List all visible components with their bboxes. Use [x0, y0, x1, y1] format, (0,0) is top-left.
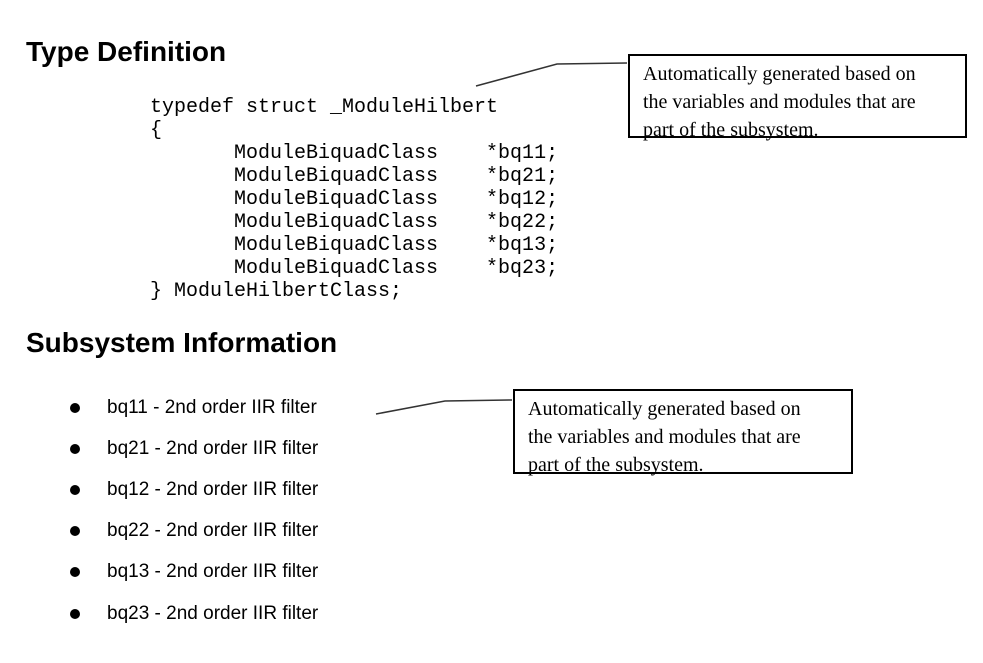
list-item-label: bq22 - 2nd order IIR filter [107, 520, 319, 542]
section-heading-type-definition: Type Definition [26, 36, 227, 67]
bullet-icon [70, 402, 80, 413]
subsystem-list: bq11 - 2nd order IIR filter bq21 - 2nd o… [70, 387, 318, 634]
connector-line-code-note [475, 62, 628, 87]
list-item: bq11 - 2nd order IIR filter [70, 387, 318, 428]
code-block-module-hilbert: typedef struct _ModuleHilbert { ModuleBi… [150, 96, 559, 303]
list-item-label: bq23 - 2nd order IIR filter [107, 602, 319, 624]
callout-code-note: Automatically generated based on the var… [628, 54, 967, 141]
list-item: bq21 - 2nd order IIR filter [70, 428, 318, 469]
list-item: bq12 - 2nd order IIR filter [70, 469, 318, 510]
connector-line-list-note [375, 399, 513, 415]
callout-text-line: part of the subsystem. [643, 119, 819, 141]
list-item: bq13 - 2nd order IIR filter [70, 552, 318, 593]
callout-list-note: Automatically generated based on the var… [513, 389, 853, 476]
list-item-label: bq13 - 2nd order IIR filter [107, 561, 319, 583]
bullet-icon [70, 608, 80, 619]
bullet-icon [70, 567, 80, 578]
list-item-label: bq12 - 2nd order IIR filter [107, 478, 319, 500]
callout-text-line: part of the subsystem. [528, 454, 704, 476]
list-item-label: bq21 - 2nd order IIR filter [107, 437, 319, 459]
bullet-icon [70, 526, 80, 537]
bullet-icon [70, 484, 80, 495]
list-item-label: bq11 - 2nd order IIR filter [107, 396, 317, 418]
callout-text-line: Automatically generated based on [643, 63, 916, 85]
bullet-icon [70, 443, 80, 454]
callout-text-line: the variables and modules that are [643, 91, 916, 113]
section-heading-subsystem-information: Subsystem Information [26, 327, 338, 358]
callout-text-line: Automatically generated based on [528, 398, 801, 420]
list-item: bq22 - 2nd order IIR filter [70, 511, 318, 552]
callout-text-line: the variables and modules that are [528, 426, 801, 448]
list-item: bq23 - 2nd order IIR filter [70, 593, 318, 634]
